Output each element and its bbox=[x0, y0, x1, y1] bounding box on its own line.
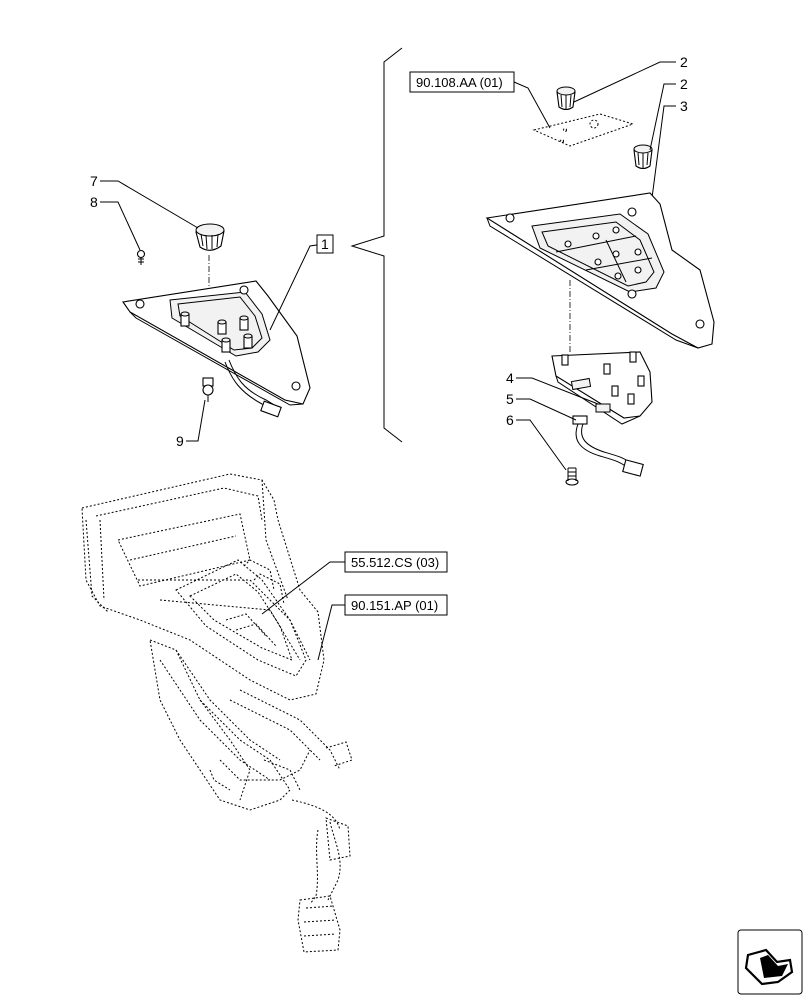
callout-2a: 2 bbox=[680, 54, 688, 70]
ref-panel-label: 90.108.AA (01) bbox=[416, 75, 503, 90]
circuit-board-part-4 bbox=[551, 351, 653, 425]
left-panel-plate bbox=[122, 280, 311, 418]
screw-part-6 bbox=[565, 467, 579, 486]
assembly-brace bbox=[350, 47, 403, 443]
callout-7: 7 bbox=[90, 173, 98, 189]
callout-1-box bbox=[316, 234, 334, 254]
ref-console-label: 90.151.AP (01) bbox=[351, 598, 438, 613]
callout-8: 8 bbox=[90, 194, 98, 210]
callout-4: 4 bbox=[506, 370, 514, 386]
knob-part-2b bbox=[633, 144, 653, 170]
harness-part-5 bbox=[572, 415, 644, 477]
knob-part-7 bbox=[195, 223, 225, 251]
callout-5: 5 bbox=[506, 391, 514, 407]
callout-2b: 2 bbox=[680, 76, 688, 92]
callout-1: 1 bbox=[321, 236, 329, 252]
callout-3: 3 bbox=[680, 98, 688, 114]
next-page-arrow-icon[interactable] bbox=[737, 929, 803, 995]
callout-9: 9 bbox=[176, 433, 184, 449]
screw-part-8 bbox=[136, 249, 146, 265]
ref-wiring-label: 55.512.CS (03) bbox=[351, 555, 439, 570]
callout-6: 6 bbox=[506, 412, 514, 428]
panel-decal bbox=[532, 113, 635, 147]
console-phantom bbox=[81, 473, 353, 953]
knob-part-2a bbox=[556, 86, 576, 111]
left-panel-assembly bbox=[122, 223, 311, 418]
right-panel-plate bbox=[485, 192, 715, 349]
